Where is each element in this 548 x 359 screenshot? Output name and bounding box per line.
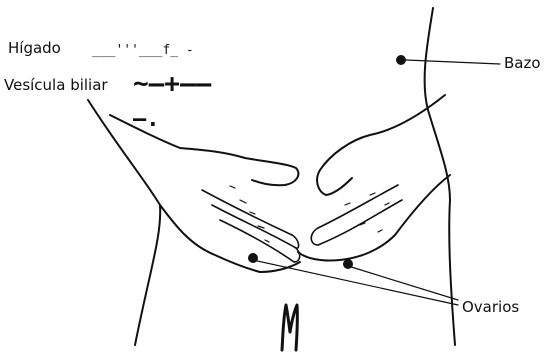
left-ovary-dot [248, 253, 258, 263]
left-hand [110, 115, 300, 272]
ovary-leader-line-left [253, 260, 458, 305]
scan-noise-line3: –. [133, 107, 160, 132]
right-hand [298, 95, 450, 261]
navel-mark [282, 305, 297, 350]
gallbladder-label: Vesícula biliar [4, 76, 108, 94]
scan-noise-line1: ___'''___f_ - [92, 43, 194, 58]
ovary-leader-line-right [348, 266, 458, 300]
spleen-leader-line [406, 60, 500, 64]
ovaries-label: Ovarios [462, 298, 519, 316]
liver-label: Hígado [8, 39, 61, 57]
scan-noise-line2: ~–+–– [133, 69, 212, 99]
spleen-dot [396, 55, 406, 65]
spleen-label: Bazo [504, 54, 541, 72]
